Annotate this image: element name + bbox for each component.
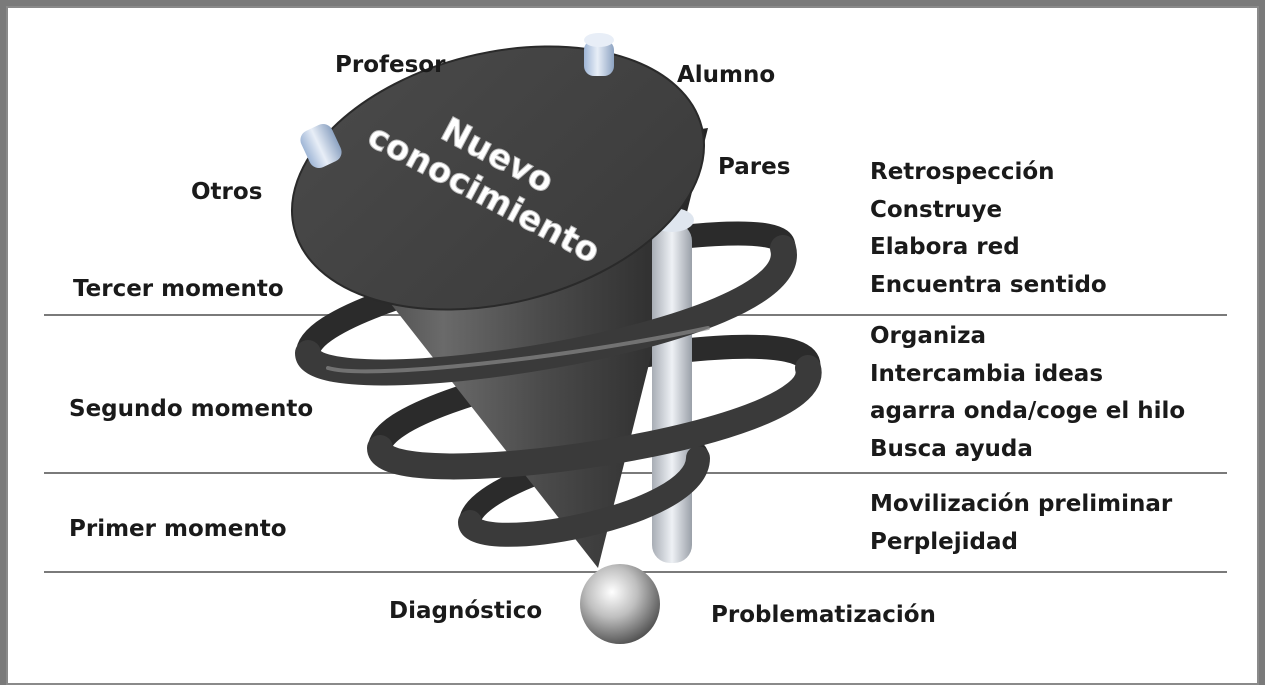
participant-profesor: Profesor — [335, 52, 446, 78]
funnel-illustration: Nuevo conocimiento — [291, 33, 822, 644]
stage-second-actions: Organiza Intercambia ideas agarra onda/c… — [870, 318, 1185, 468]
stage-third-actions: Retrospección Construye Elabora red Encu… — [870, 154, 1107, 304]
participant-otros: Otros — [191, 179, 263, 205]
divider-second-first — [44, 472, 1227, 474]
participant-pares: Pares — [718, 154, 791, 180]
stage-first-actions: Movilización preliminar Perplejidad — [870, 486, 1172, 561]
action-item: Intercambia ideas — [870, 360, 1104, 387]
stage-second-name: Segundo momento — [69, 396, 314, 422]
otros-peg — [300, 123, 342, 169]
alumno-peg — [584, 40, 614, 76]
action-item: Movilización preliminar — [870, 491, 1173, 517]
cone-top — [291, 45, 705, 311]
action-item: Busca ayuda — [870, 435, 1033, 462]
action-item: agarra onda/coge el hilo — [870, 398, 1186, 424]
spiral-ring-front-low — [458, 446, 710, 547]
spiral-ring-front-mid — [367, 355, 822, 480]
action-item: Construye — [870, 196, 1003, 223]
stage-first-name: Primer momento — [69, 516, 287, 542]
action-item: Retrospección — [870, 159, 1055, 185]
action-item: Elabora red — [870, 234, 1020, 260]
participant-alumno: Alumno — [677, 62, 776, 88]
action-item: Organiza — [870, 323, 987, 349]
diagram-frame: Nuevo conocimiento Profesor Alumno Otros… — [6, 6, 1259, 685]
spiral-ring-highlight — [326, 326, 710, 374]
action-item: Perplejidad — [870, 528, 1018, 555]
base-ball — [580, 564, 660, 644]
base-label-diagnostico: Diagnóstico — [389, 598, 543, 624]
base-label-problematizacion: Problematización — [711, 602, 936, 628]
alumno-peg-cap — [584, 33, 614, 47]
action-item: Encuentra sentido — [870, 271, 1107, 298]
stage-third-name: Tercer momento — [73, 276, 284, 302]
